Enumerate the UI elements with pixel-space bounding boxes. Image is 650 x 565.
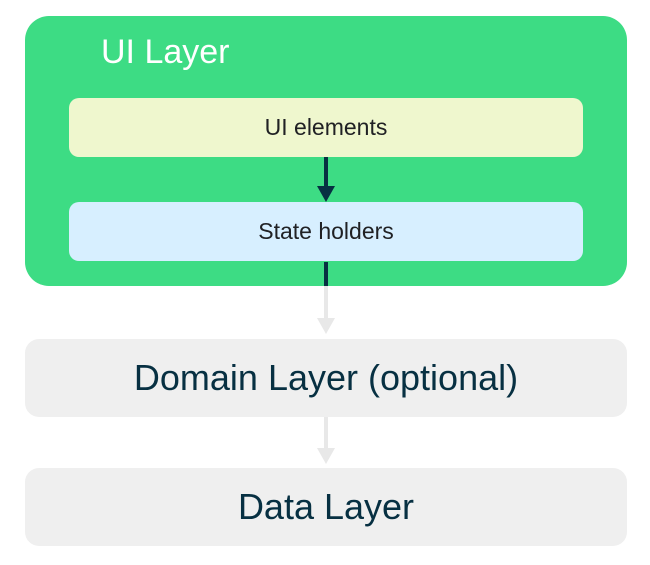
ui-layer-title: UI Layer xyxy=(101,33,230,71)
ui-elements-box: UI elements xyxy=(69,98,583,157)
data-layer-box: Data Layer xyxy=(25,468,627,546)
ui-elements-label: UI elements xyxy=(264,114,388,140)
domain-layer-label: Domain Layer (optional) xyxy=(133,357,519,398)
arrow-domain-to-data xyxy=(317,417,335,464)
ui-layer-container: UI Layer UI elements State holders xyxy=(25,16,627,286)
domain-layer-box: Domain Layer (optional) xyxy=(25,339,627,417)
state-holders-box: State holders xyxy=(69,202,583,261)
data-layer-label: Data Layer xyxy=(237,486,415,527)
state-holders-label: State holders xyxy=(258,218,394,244)
